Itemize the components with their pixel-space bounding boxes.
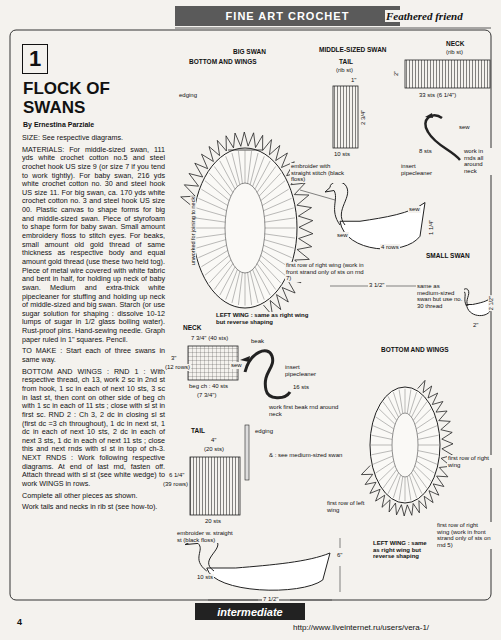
- diagram-label: embroider with straight stitch (black fl…: [290, 163, 350, 183]
- diagram-label: & : see medium-sized swan: [268, 452, 350, 459]
- diagram-label: 7 3/4" (40 sts): [190, 335, 229, 342]
- diagram-label: beak: [250, 338, 265, 345]
- diagram-label: 7 1/2": [262, 596, 279, 603]
- diagram-label: 10 sts: [196, 574, 214, 581]
- text-column: SIZE: See respective diagrams. MATERIALS:…: [22, 134, 165, 515]
- diagram-label: 4": [210, 437, 217, 444]
- diagram-label: 2 3/4": [361, 109, 368, 126]
- diagram-label: work in rnds all around neck: [463, 148, 497, 175]
- diagram-label: 1 1/4": [429, 219, 436, 236]
- diagram-label: LEFT WING : same as right wing but rever…: [372, 540, 434, 560]
- diagram-label: By Ernestina Parziale: [22, 121, 95, 129]
- diagram-label: (20 sts): [203, 446, 225, 453]
- diagram-label: first row of right wing (work in front s…: [285, 262, 367, 282]
- swan-figure: [185, 182, 492, 590]
- body-text: Work tails and necks in rib st (see how-…: [22, 503, 165, 512]
- body-text: Complete all other pieces as shown.: [22, 492, 165, 501]
- diagram-label: 20 sts: [204, 518, 222, 525]
- diagram-label: insert pipecleaner: [400, 163, 442, 176]
- diagram-label: first row of right wing: [447, 455, 497, 468]
- body-text: MATERIALS: For middle-sized swan, 111 yd…: [22, 146, 165, 345]
- diagram-label: sew: [408, 206, 421, 213]
- diagram-label: beg ch : 40 sts: [188, 383, 229, 390]
- diagram-label: 33 sts (6 1/4"): [418, 92, 457, 99]
- diagram-label: 4 rows: [380, 244, 400, 251]
- diagram-label: 2": [472, 322, 479, 329]
- diagram-label: BOTTOM AND WINGS: [188, 58, 258, 65]
- diagram-label: BOTTOM AND WINGS: [380, 346, 450, 353]
- body-text: BOTTOM AND WINGS : RND 1 : With respecti…: [22, 368, 165, 489]
- diagram-label: embroider w. straight st (black floss): [176, 530, 236, 543]
- header-band: FINE ART CROCHET: [175, 6, 400, 26]
- diagram-label: same as medium-sized swan but use no. 30…: [416, 283, 464, 310]
- diagram-label: 8 sts: [418, 148, 433, 155]
- title: FLOCK OF SWANS: [22, 80, 142, 117]
- diagram-label: (12 rows): [164, 364, 191, 371]
- diagram-label: TAIL: [338, 58, 354, 65]
- diagram-label: 1": [350, 77, 357, 84]
- diagram-label: edging: [254, 428, 274, 435]
- page-frame: [10, 30, 491, 600]
- diagram-label: first row of right wing (work in front s…: [436, 522, 492, 549]
- diagram-label: unworked for joining to neck: [190, 196, 196, 266]
- level-badge: intermediate: [195, 603, 305, 620]
- node-text: intermediate: [217, 606, 282, 618]
- small-swan-bottom: [370, 387, 440, 503]
- diagram-label: 6 1/4": [168, 472, 185, 479]
- diagram-label: 2 1/2": [488, 295, 494, 311]
- diagram-label: TAIL: [190, 427, 206, 434]
- diagram-label: 3 1/2": [368, 282, 385, 289]
- node-text: FINE ART CROCHET: [226, 10, 350, 22]
- diagram-label: 6": [336, 552, 343, 559]
- number-box: 1: [22, 44, 48, 74]
- diagram-label: sew: [336, 232, 349, 239]
- diagram-label: 2": [394, 70, 401, 77]
- diagram-label: MIDDLE-SIZED SWAN: [318, 46, 388, 53]
- diagram-label: 10 sts: [333, 151, 351, 158]
- diagram-label: (rib st): [445, 49, 464, 56]
- diagram-label: insert pipecleaner: [284, 364, 326, 377]
- neck-chart: [405, 60, 490, 88]
- diagram-label: NECK: [445, 40, 465, 47]
- diagram-label: SMALL SWAN: [425, 252, 471, 259]
- tail-chart: [333, 86, 358, 148]
- diagram-label: first row of left wing: [326, 500, 373, 513]
- diagram-label: 4: [16, 617, 23, 627]
- diagram-label: work first beak rnd around neck: [268, 404, 345, 417]
- body-text: TO MAKE : Start each of three swans in s…: [22, 347, 165, 364]
- diagram-label: sew: [230, 362, 243, 369]
- big-swan-bottom: [193, 148, 297, 308]
- diagram-label: edging: [178, 92, 198, 99]
- diagram-label: 16 sts: [292, 384, 310, 391]
- diagram-label: (7 3/4"): [196, 392, 217, 399]
- diagram-label: sew: [458, 124, 471, 131]
- diagram-label: NECK: [182, 324, 202, 331]
- diagram-label: http://www.liveinternet.ru/users/vera-1/: [292, 624, 430, 633]
- diagram-label: LEFT WING : same as right wing but rever…: [215, 312, 312, 325]
- diagram-label: BIG SWAN: [232, 48, 267, 55]
- leader-lines: [208, 190, 420, 600]
- diagram-label: 3": [170, 355, 177, 362]
- tail-chart: [190, 457, 240, 515]
- node-text: 1: [29, 46, 41, 72]
- diagram-label: (rib st): [335, 67, 354, 74]
- diagram-label: Feathered friend: [385, 10, 464, 22]
- body-text: SIZE: See respective diagrams.: [22, 134, 165, 143]
- diagram-label: (39 rows): [162, 481, 189, 488]
